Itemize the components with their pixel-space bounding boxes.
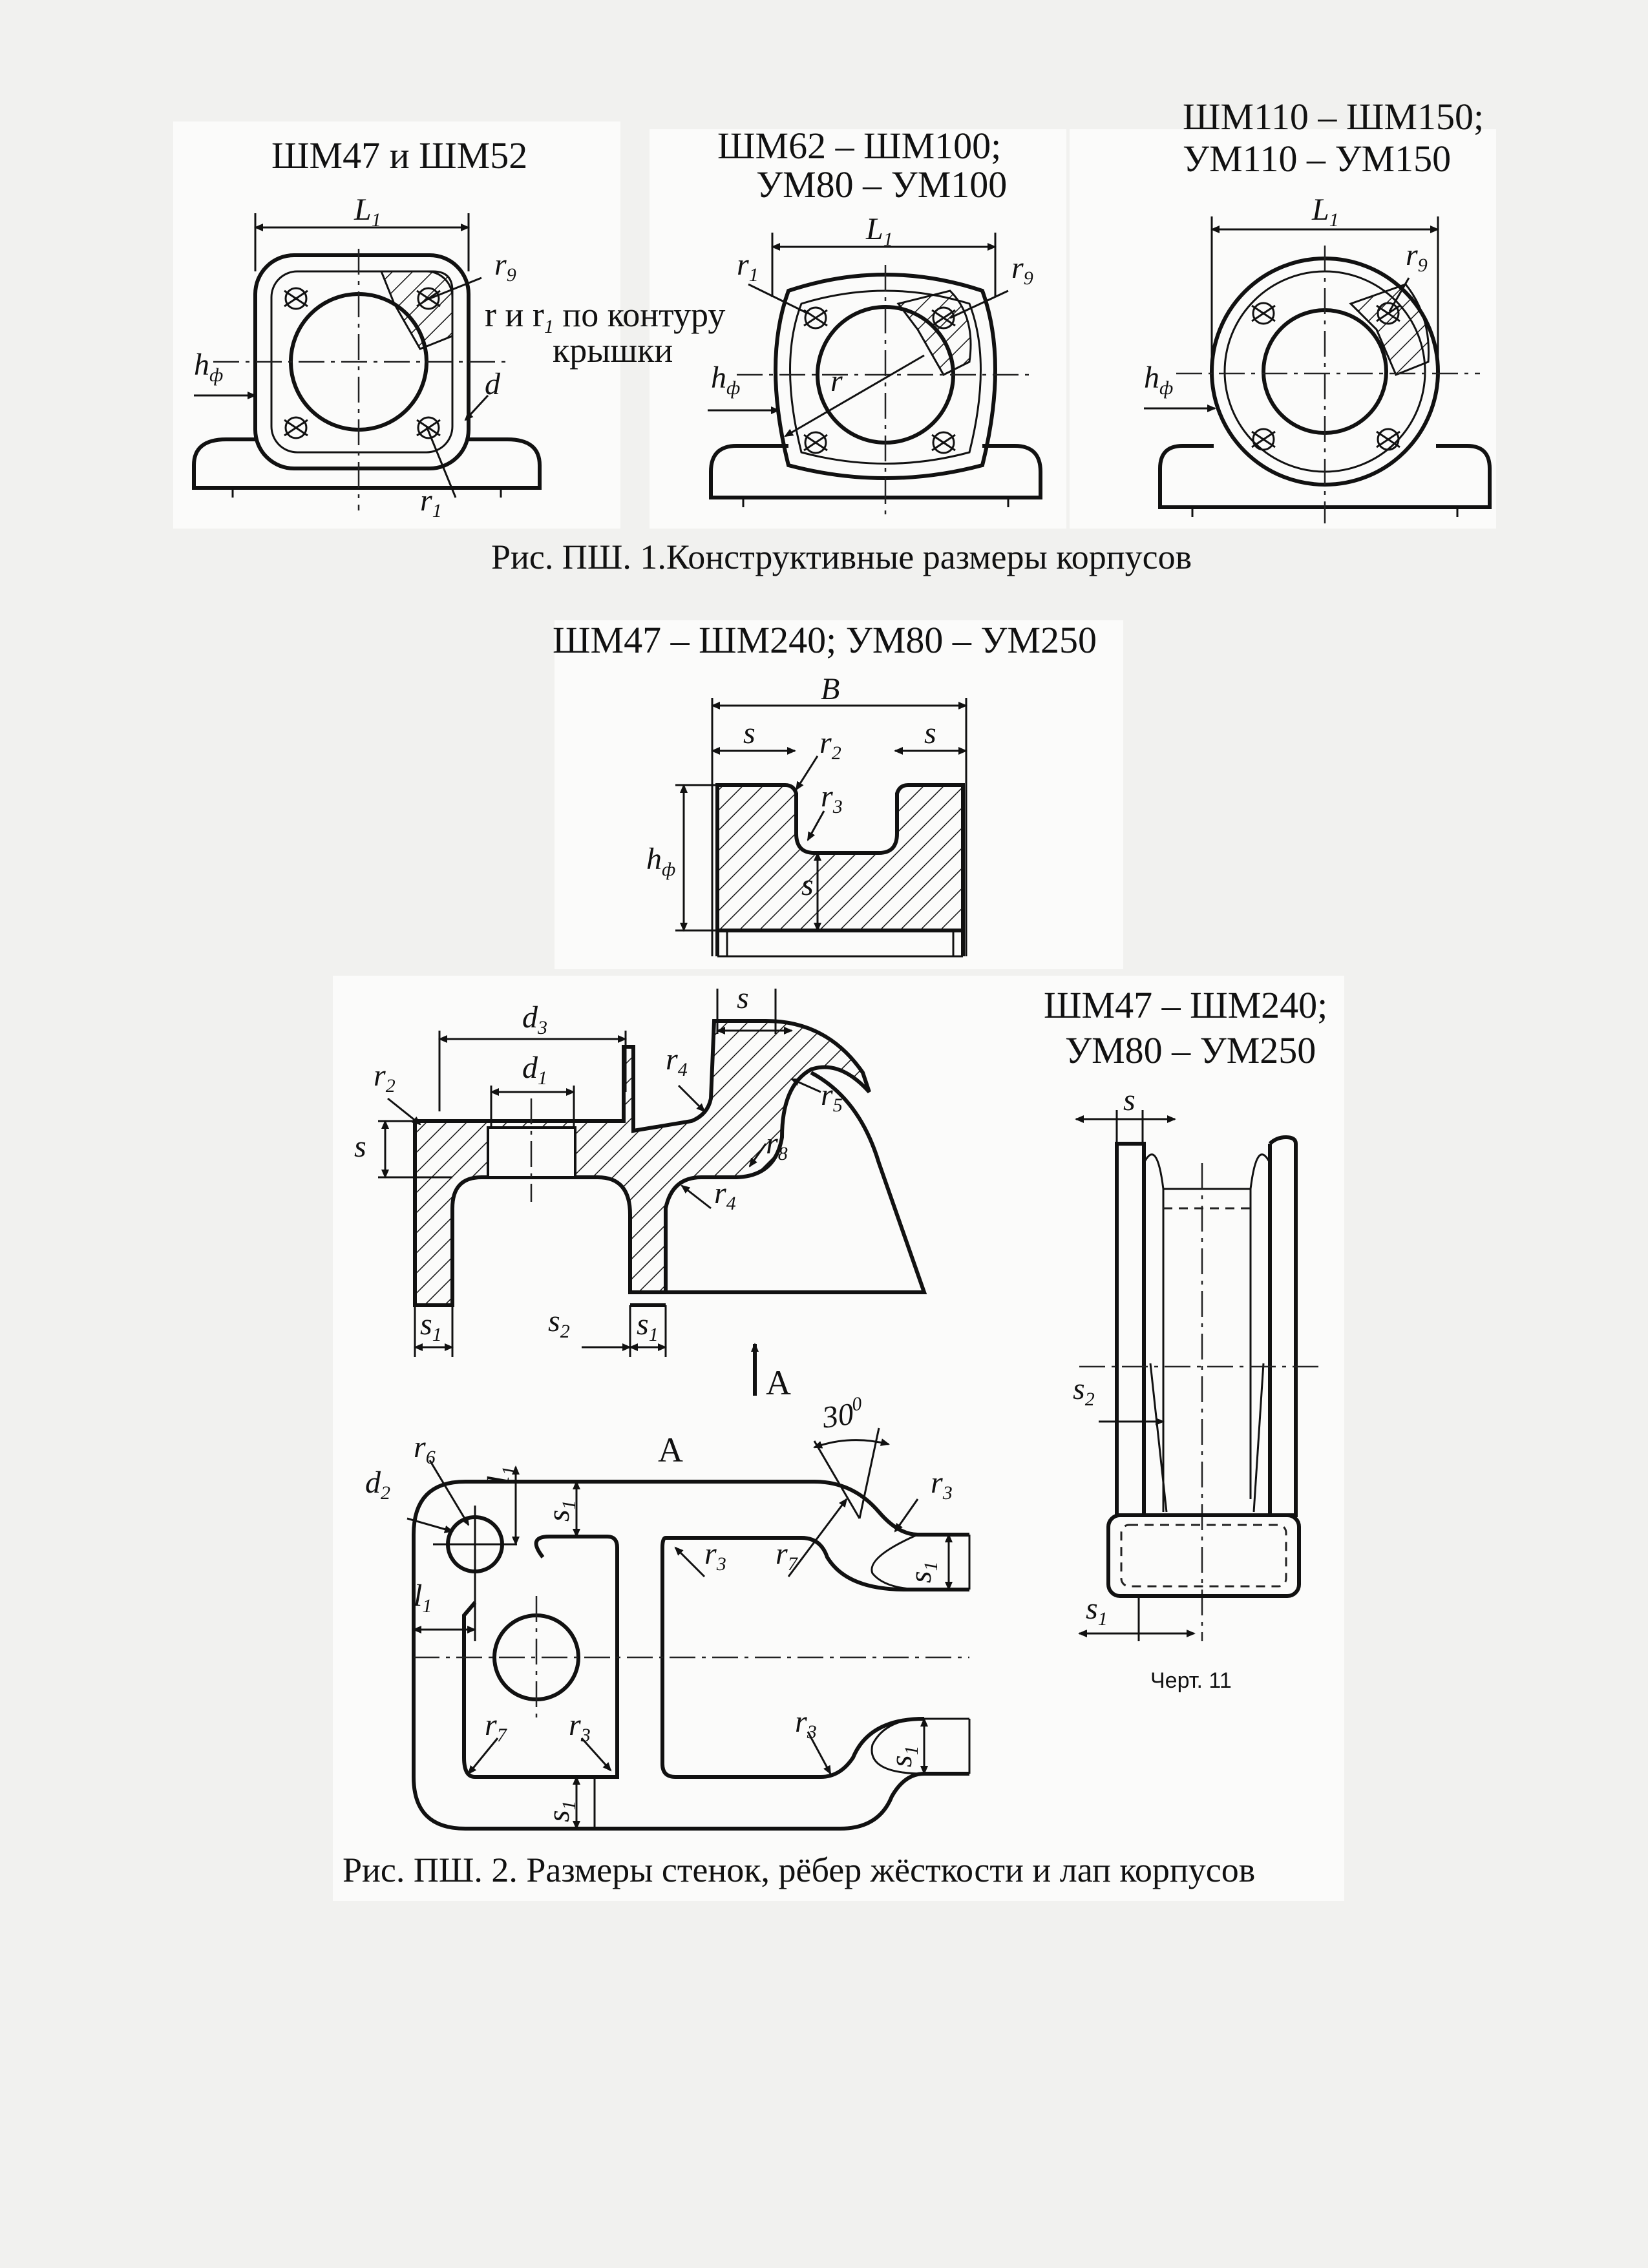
dim-s2-sec: s2	[548, 1304, 570, 1342]
dim-s1-right: s1	[637, 1307, 659, 1345]
dim-s-mid: s	[801, 868, 814, 902]
rib-section: ШМ47 – ШМ240; УМ80 – УМ250 B s s hф r2 r…	[553, 619, 1097, 958]
dim-d1: d1	[522, 1051, 547, 1089]
label-r6: r6	[414, 1430, 436, 1468]
dim-s1-left: s1	[420, 1307, 442, 1345]
panel-a-title: ШМ47 и ШМ52	[271, 134, 527, 176]
dim-d3: d3	[522, 1000, 547, 1038]
label-r3-plan-a: r3	[704, 1537, 726, 1575]
label-r3-rib: r3	[821, 779, 843, 817]
label-r1-b: r1	[737, 247, 759, 286]
dim-l1-vertical: l1	[481, 1466, 520, 1484]
wall-section: d3 d1 s s r2 r4 r5 r8 r4 s1 s2	[354, 981, 927, 1402]
panel-b-title-1: ШМ62 – ШМ100;	[717, 125, 1001, 167]
panel-b-title-2: УМ80 – УМ100	[756, 163, 1007, 205]
dim-L1-b: L1	[865, 212, 893, 250]
dim-s-top: s	[737, 981, 749, 1015]
dim-l1-horizontal: l1	[414, 1579, 432, 1617]
label-r3-plan-b: r3	[931, 1465, 953, 1504]
dim-angle: 300	[819, 1393, 865, 1435]
dim-s1-side: s1	[1086, 1591, 1108, 1630]
dim-B: B	[821, 672, 840, 706]
label-hf-a: hф	[194, 348, 223, 386]
plan-view-a: A 300 r6 l1 d2 s1 l1 r3	[365, 1393, 971, 1831]
label-r8: r8	[766, 1126, 788, 1164]
label-r7-a: r7	[776, 1537, 799, 1575]
drawing-number: Черт. 11	[1150, 1668, 1232, 1693]
dim-s-left-sec: s	[354, 1129, 366, 1164]
housing-shm62-shm100: ШМ62 – ШМ100; УМ80 – УМ100 L1 r1 r9 hф r	[708, 125, 1042, 517]
side-title-1: ШМ47 – ШМ240;	[1044, 984, 1327, 1026]
label-r2-rib: r2	[819, 726, 841, 764]
label-d-a: d	[485, 367, 501, 401]
label-r5: r5	[821, 1078, 843, 1116]
dim-s-side: s	[1123, 1083, 1136, 1117]
rib-title: ШМ47 – ШМ240; УМ80 – УМ250	[553, 619, 1097, 661]
dim-s1-right-a: s1	[903, 1561, 942, 1583]
dim-s-right: s	[924, 716, 936, 750]
label-r4-lower: r4	[714, 1176, 736, 1214]
panel-c-title-2: УМ110 – УМ150	[1183, 138, 1451, 180]
dim-s1-bottom: s1	[542, 1800, 580, 1822]
fig2-caption: Рис. ПШ. 2. Размеры стенок, рёбер жёстко…	[343, 1851, 1255, 1889]
dim-L1-a: L1	[354, 193, 381, 231]
label-r1-a: r1	[420, 483, 442, 521]
label-r9-b: r9	[1011, 251, 1033, 289]
plan-title: A	[658, 1431, 683, 1469]
label-r3-plan-d: r3	[795, 1705, 817, 1743]
panel-c-title-1: ШМ110 – ШМ150;	[1183, 96, 1484, 138]
dim-s2-side: s2	[1073, 1372, 1095, 1410]
housing-shm110-shm150: ШМ110 – ШМ150; УМ110 – УМ150 L1 r9 hф	[1144, 96, 1492, 523]
fig1-caption: Рис. ПШ. 1.Конструктивные размеры корпус…	[491, 538, 1192, 576]
label-hf-c: hф	[1144, 361, 1173, 399]
label-r2-sec: r2	[374, 1058, 396, 1097]
note-cover: крышки	[553, 331, 673, 370]
side-view: ШМ47 – ШМ240; УМ80 – УМ250 s s2 s1 Черт.…	[1044, 984, 1327, 1693]
panel-a-paper	[173, 121, 620, 529]
dim-L1-c: L1	[1311, 193, 1339, 231]
label-r-b: r	[830, 364, 843, 398]
view-arrow-label: A	[766, 1363, 791, 1402]
dim-s-left: s	[743, 716, 755, 750]
side-title-2: УМ80 – УМ250	[1065, 1029, 1316, 1071]
label-r4-upper: r4	[666, 1042, 688, 1080]
housing-shm47-shm52: ШМ47 и ШМ52 L1 r9 hф d r1 r и r1 по конт…	[192, 134, 725, 521]
label-hf-b: hф	[711, 361, 740, 399]
label-r3-plan-c: r3	[569, 1708, 591, 1746]
dim-s1-top-a: s1	[542, 1500, 580, 1522]
label-r7-b: r7	[485, 1708, 508, 1746]
label-r9-c: r9	[1406, 238, 1428, 276]
label-r9-a: r9	[494, 247, 516, 286]
note-contour: r и r1 по контуру	[485, 295, 725, 337]
dim-s1-right-b: s1	[884, 1745, 922, 1767]
label-d2: d2	[365, 1465, 390, 1504]
label-hf-rib: hф	[646, 842, 675, 880]
